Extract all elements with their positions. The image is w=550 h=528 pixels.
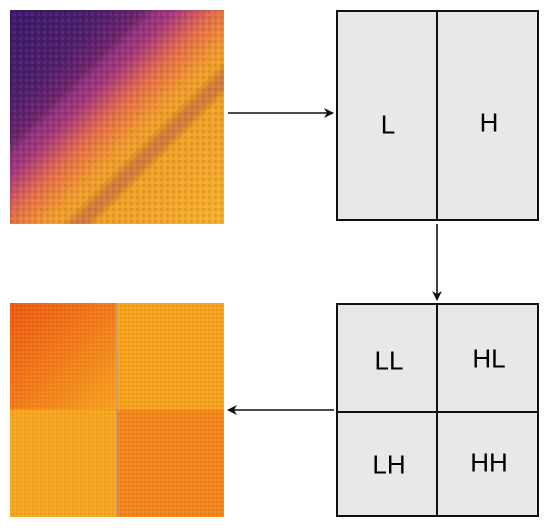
band-label-hh: HH	[470, 447, 508, 478]
level1-decomposition-box: L H	[336, 10, 539, 221]
band-label-hl: HL	[472, 343, 506, 374]
level2-horizontal-divider	[338, 411, 537, 413]
output-heatmap-svg	[10, 303, 224, 517]
band-label-lh: LH	[372, 449, 406, 480]
output-heatmap-image	[10, 303, 224, 517]
level2-vertical-divider	[436, 305, 438, 515]
input-heatmap-svg	[10, 10, 224, 224]
input-heatmap-image	[10, 10, 224, 224]
band-label-ll: LL	[374, 345, 404, 376]
level2-decomposition-box: LL HL LH HH	[336, 303, 539, 517]
band-label-l: L	[380, 109, 396, 140]
band-label-h: H	[479, 107, 499, 138]
level1-divider	[436, 12, 438, 219]
